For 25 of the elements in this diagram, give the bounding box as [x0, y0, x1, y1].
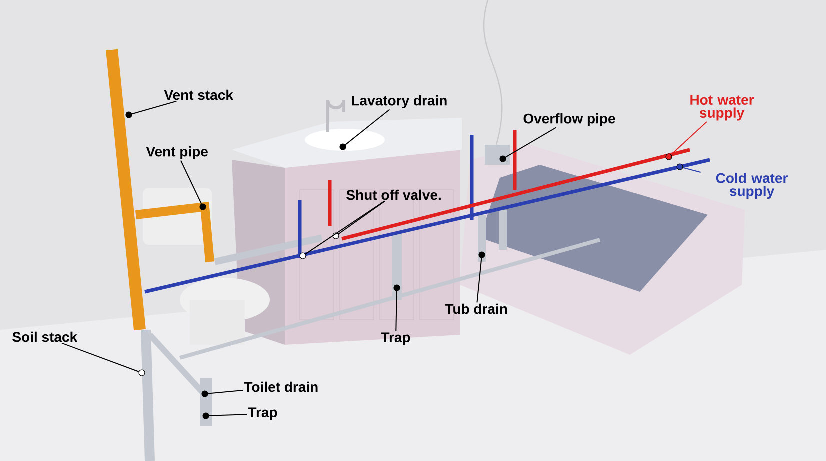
leader-line — [132, 100, 178, 115]
part-label: Vent stack — [164, 90, 234, 100]
part-label: Lavatory drain — [352, 95, 447, 109]
part-label: Toilet drain — [244, 382, 318, 392]
leader-line — [476, 258, 482, 304]
leader-line — [62, 342, 140, 372]
part-label: Tub drain — [445, 304, 508, 314]
leader-line — [305, 200, 386, 255]
leader-line — [670, 121, 708, 156]
part-label: Trap — [381, 332, 410, 346]
leader-line — [345, 109, 390, 146]
leader-line — [682, 167, 702, 173]
leader-line — [338, 200, 386, 235]
part-label: Cold water supply — [716, 172, 788, 200]
part-label: Hot water supply — [690, 95, 754, 121]
leader-line — [396, 290, 398, 332]
part-label: Vent pipe — [146, 146, 208, 160]
leader-line — [208, 414, 248, 416]
part-label: Trap — [248, 408, 278, 420]
leader-line — [208, 390, 244, 394]
part-label: Shut off valve. — [346, 190, 441, 200]
part-label: Overflow pipe — [524, 113, 616, 127]
leader-line — [180, 160, 202, 205]
part-label: Soil stack — [12, 332, 78, 342]
leader-line — [505, 127, 557, 158]
